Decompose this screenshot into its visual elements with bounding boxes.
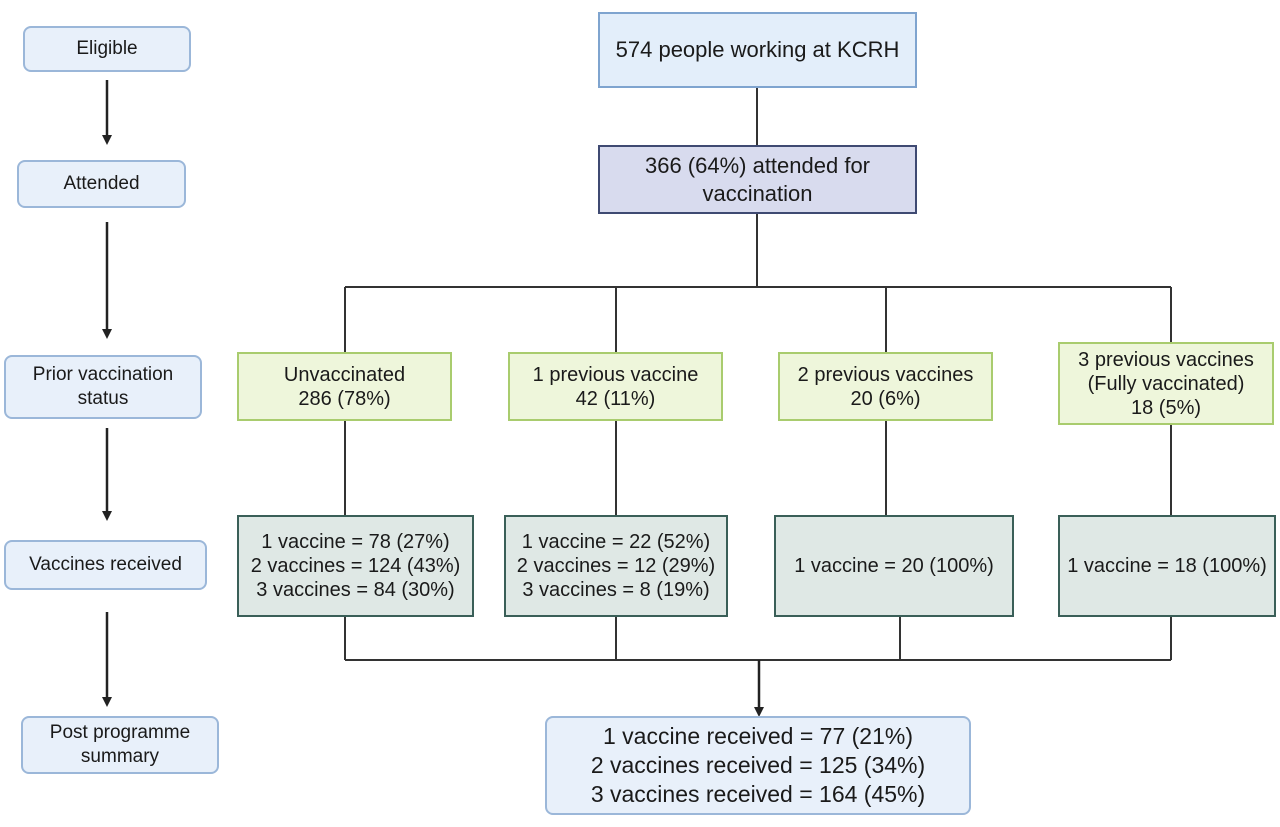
status-box-3-previous: 3 previous vaccines (Fully vaccinated) 1…: [1058, 342, 1274, 425]
status-2-previous-line-1: 2 previous vaccines: [797, 363, 974, 386]
received-box-1-previous: 1 vaccine = 22 (52%) 2 vaccines = 12 (29…: [504, 515, 728, 617]
status-2-previous-line-2: 20 (6%): [850, 387, 921, 410]
stage-post-summary-line-2: summary: [80, 746, 160, 767]
status-3-previous-line-1: 3 previous vaccines: [1078, 348, 1254, 371]
stage-prior-status-line-1: Prior vaccination: [32, 364, 174, 385]
received-unvaccinated-line-3: 3 vaccines = 84 (30%): [256, 579, 455, 601]
summary-line-3: 3 vaccines received = 164 (45%): [590, 781, 926, 807]
summary-line-1: 1 vaccine received = 77 (21%): [602, 723, 913, 749]
status-unvaccinated-line-2: 286 (78%): [298, 387, 391, 410]
stage-prior-status: Prior vaccination status: [4, 355, 202, 419]
stage-post-summary-line-1: Post programme: [49, 722, 191, 743]
status-3-previous-line-3: 18 (5%): [1130, 396, 1202, 419]
received-unvaccinated-line-2: 2 vaccines = 124 (43%): [250, 555, 461, 577]
stage-post-summary: Post programme summary: [21, 716, 219, 774]
status-box-1-previous: 1 previous vaccine 42 (11%): [508, 352, 723, 421]
stage-prior-status-line-2: status: [77, 388, 129, 409]
stage-eligible: Eligible: [23, 26, 191, 72]
stage-attended-label: Attended: [63, 173, 140, 194]
stage-attended: Attended: [17, 160, 186, 208]
status-box-unvaccinated: Unvaccinated 286 (78%): [237, 352, 452, 421]
received-3-previous-line-1: 1 vaccine = 18 (100%): [1067, 555, 1267, 577]
status-3-previous-line-2: (Fully vaccinated): [1087, 372, 1245, 395]
total-workers-box: 574 people working at KCRH: [598, 12, 917, 88]
received-unvaccinated-line-1: 1 vaccine = 78 (27%): [261, 531, 450, 553]
attended-line-1: 366 (64%) attended for: [644, 152, 871, 178]
received-1-previous-line-3: 3 vaccines = 8 (19%): [522, 579, 710, 601]
received-box-3-previous: 1 vaccine = 18 (100%): [1058, 515, 1276, 617]
status-box-2-previous: 2 previous vaccines 20 (6%): [778, 352, 993, 421]
attended-line-2: vaccination: [702, 180, 813, 206]
received-1-previous-line-2: 2 vaccines = 12 (29%): [516, 555, 716, 577]
received-1-previous-line-1: 1 vaccine = 22 (52%): [521, 531, 711, 553]
stage-vaccines-received-label: Vaccines received: [29, 554, 182, 575]
attended-box: 366 (64%) attended for vaccination: [598, 145, 917, 214]
received-2-previous-line-1: 1 vaccine = 20 (100%): [794, 555, 994, 577]
summary-box: 1 vaccine received = 77 (21%) 2 vaccines…: [545, 716, 971, 815]
status-1-previous-line-2: 42 (11%): [575, 387, 656, 410]
received-box-unvaccinated: 1 vaccine = 78 (27%) 2 vaccines = 124 (4…: [237, 515, 474, 617]
received-box-2-previous: 1 vaccine = 20 (100%): [774, 515, 1014, 617]
summary-line-2: 2 vaccines received = 125 (34%): [590, 752, 926, 778]
stage-eligible-label: Eligible: [76, 38, 138, 59]
stage-vaccines-received: Vaccines received: [4, 540, 207, 590]
status-unvaccinated-line-1: Unvaccinated: [283, 363, 406, 386]
status-1-previous-line-1: 1 previous vaccine: [532, 363, 699, 386]
total-workers-text: 574 people working at KCRH: [615, 37, 900, 62]
